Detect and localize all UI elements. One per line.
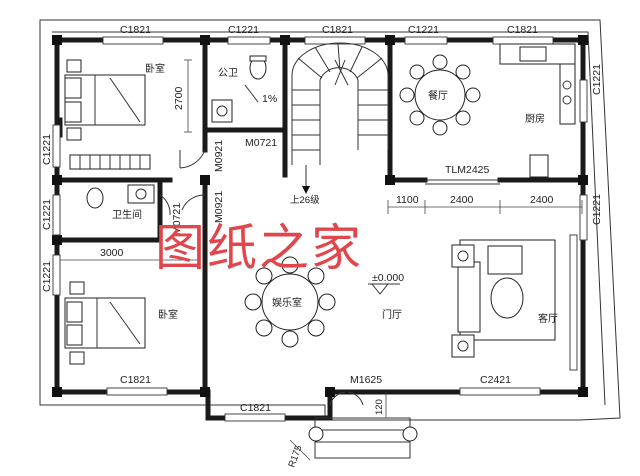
dim-label-bedroom-width: 3000 — [100, 247, 124, 259]
dim-bedroom-width — [59, 255, 201, 265]
window-label-top-1: C1821 — [120, 24, 151, 36]
entry-steps — [289, 392, 418, 461]
elevation-label: ±0.000 — [372, 272, 404, 284]
room-label-foyer: 门厅 — [382, 308, 402, 321]
elevation-mark — [368, 283, 400, 295]
windows-side — [52, 79, 588, 371]
slope-label: 1% — [262, 93, 277, 105]
room-label-public-bath: 公卫 — [218, 68, 238, 79]
room-label-kitchen: 厨房 — [525, 112, 545, 125]
room-label-entertainment: 娱乐室 — [272, 296, 302, 309]
door-label-main: M1625 — [350, 374, 382, 386]
dim-label-ramp: R175 — [286, 444, 304, 469]
window-label-bottom-right: C2421 — [480, 374, 511, 386]
room-label-bedroom-top: 卧室 — [145, 62, 165, 75]
room-label-living: 客厅 — [538, 312, 558, 325]
windows-top — [102, 36, 554, 45]
bathroom-fixtures — [86, 184, 155, 209]
window-label-bottom-left: C1821 — [120, 374, 151, 386]
room-label-dining: 餐厅 — [428, 89, 448, 102]
window-label-right-1: C1221 — [591, 64, 603, 95]
door-label-vertical-1: M0921 — [213, 140, 225, 172]
room-label-bedroom-bottom: 卧室 — [158, 308, 178, 321]
stairs-label: 上26级 — [290, 194, 320, 206]
window-label-top-4: C1221 — [408, 24, 439, 36]
dim-label-bedroom-height: 2700 — [173, 86, 185, 110]
roof-outline — [39, 19, 621, 421]
wardrobe-top — [69, 154, 151, 170]
watermark: 图纸之家 — [155, 219, 363, 277]
staircase — [291, 42, 389, 194]
window-label-left-3: C1221 — [41, 261, 53, 292]
dining-table — [399, 54, 481, 136]
window-label-left-2: C1221 — [41, 199, 53, 230]
door-label-vertical-2: M0921 — [213, 191, 225, 223]
window-label-top-5: C1821 — [507, 24, 538, 36]
door-label-bath2: M0721 — [171, 203, 183, 235]
bed-bottom — [64, 281, 146, 365]
bed-top — [64, 59, 146, 141]
window-label-left-1: C1221 — [41, 134, 53, 165]
room-label-bathroom: 卫生间 — [112, 208, 142, 221]
window-label-top-3: C1821 — [322, 24, 353, 36]
dim-label-seg-2: 2400 — [450, 194, 474, 206]
living-sofa-set — [451, 239, 556, 358]
window-label-bottom-mid: C1821 — [240, 402, 271, 414]
windows-bottom — [106, 387, 541, 422]
entertainment-table — [244, 256, 336, 348]
dim-bedroom-height — [184, 59, 192, 133]
dim-label-step: 120 — [374, 399, 385, 415]
dim-chain-horizontal — [387, 200, 583, 214]
roof-inner-line — [52, 31, 606, 406]
interior-walls — [54, 37, 586, 395]
window-label-top-2: C1221 — [228, 24, 259, 36]
dim-label-seg-3: 2400 — [530, 194, 554, 206]
door-label-bath: M0721 — [245, 137, 277, 149]
window-label-right-2: C1221 — [591, 194, 603, 225]
kitchen-counters — [499, 43, 576, 178]
structural-columns — [52, 35, 588, 397]
door-swings — [159, 149, 500, 406]
door-label-sliding: TLM2425 — [445, 164, 490, 176]
dim-label-seg-1: 1100 — [396, 194, 419, 206]
public-bath-fixtures — [211, 55, 267, 123]
